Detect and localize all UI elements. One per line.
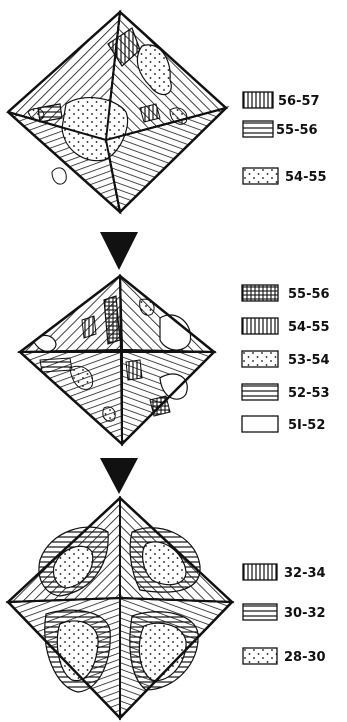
legend-item: 32-34 (243, 564, 326, 581)
legend-item: 28-30 (243, 648, 326, 665)
legend-item: 52-53 (242, 384, 330, 401)
legend-stage2: 55-56 54-55 53-54 52-53 5I-52 (242, 285, 330, 433)
legend-label: 52-53 (288, 386, 330, 401)
oct2-zone-vertical-lower (126, 360, 142, 380)
legend-swatch-vertical (243, 92, 273, 108)
legend-swatch-horizontal (243, 604, 277, 620)
arrow-down-2 (100, 458, 138, 494)
octahedron-2 (20, 276, 214, 444)
legend-swatch-horizontal (243, 121, 273, 137)
legend-item: 53-54 (242, 351, 330, 368)
octahedron-3 (8, 498, 232, 718)
legend-swatch-dots (243, 648, 277, 664)
legend-item: 54-55 (242, 318, 330, 335)
oct1-zone-lower-dotted (52, 168, 66, 184)
legend-item: 55-56 (242, 285, 330, 302)
legend-label: 54-55 (285, 170, 327, 185)
legend-label: 32-34 (284, 566, 326, 581)
legend-item: 55-56 (243, 121, 318, 138)
legend-swatch-vertical (243, 564, 277, 580)
legend-swatch-horizontal (242, 384, 278, 400)
legend-stage1: 56-57 55-56 54-55 (243, 92, 327, 185)
arrow-down-1 (100, 232, 138, 270)
legend-label: 55-56 (276, 123, 318, 138)
octahedron-1 (8, 12, 226, 212)
legend-swatch-dots (242, 351, 278, 367)
legend-label: 5I-52 (288, 418, 325, 433)
legend-swatch-grid (242, 285, 278, 301)
legend-item: 54-55 (243, 168, 327, 185)
legend-label: 28-30 (284, 650, 326, 665)
oct2-zone-vertical-1 (82, 316, 96, 338)
legend-label: 56-57 (278, 94, 320, 109)
legend-swatch-vertical (242, 318, 278, 334)
oct2-zone-dotted-bottom (103, 407, 115, 421)
legend-label: 55-56 (288, 287, 330, 302)
legend-item: 30-32 (243, 604, 326, 621)
legend-label: 30-32 (284, 606, 326, 621)
legend-label: 53-54 (288, 353, 330, 368)
legend-swatch-dots (243, 168, 278, 184)
legend-stage3: 32-34 30-32 28-30 (243, 564, 326, 665)
legend-item: 5I-52 (242, 416, 325, 433)
legend-item: 56-57 (243, 92, 320, 109)
legend-swatch-blank (242, 416, 278, 432)
legend-label: 54-55 (288, 320, 330, 335)
oct2-zone-horizontal-left (40, 358, 72, 372)
